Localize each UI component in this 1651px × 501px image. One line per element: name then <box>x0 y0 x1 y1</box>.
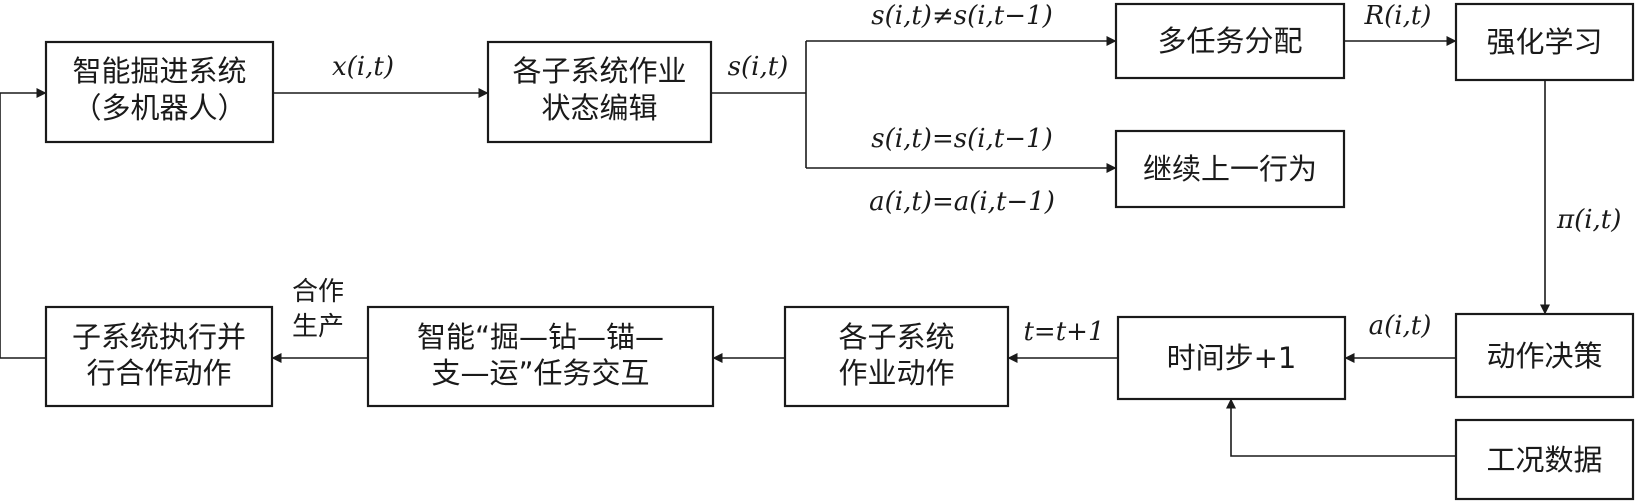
node-multi-task-allocation: 多任务分配 <box>1114 2 1346 80</box>
label-r-it: R(i,t) <box>1364 1 1432 31</box>
node-state-edit-line1: 各子系统作业 <box>512 54 686 88</box>
edge-condition-data-to-timestep <box>1226 398 1456 457</box>
label-cooperation: 合作 <box>292 277 344 307</box>
node-subsys-action-line2: 作业动作 <box>838 356 954 390</box>
node-subsystem-execute: 子系统执行并 行合作动作 <box>44 305 274 408</box>
node-subsystem-action: 各子系统 作业动作 <box>783 305 1010 408</box>
edge-exec-to-robot-feedback <box>0 88 47 359</box>
label-pi-it: π(i,t) <box>1556 205 1621 235</box>
node-task-interact-line1: 智能“掘—钻—锚— <box>417 320 664 354</box>
label-a-it: a(i,t) <box>1369 311 1432 341</box>
node-rl-label: 强化学习 <box>1486 25 1602 59</box>
node-robot-system-line2: （多机器人） <box>72 91 246 125</box>
label-production: 生产 <box>292 312 344 342</box>
node-timestep: 时间步+1 <box>1116 315 1347 401</box>
label-a-equal: a(i,t)=a(i,t−1) <box>869 187 1055 217</box>
node-task-interaction: 智能“掘—钻—锚— 支—运”任务交互 <box>366 305 715 408</box>
node-state-edit: 各子系统作业 状态编辑 <box>486 40 713 144</box>
node-robot-system-line1: 智能掘进系统 <box>72 54 246 88</box>
node-exec-line1: 子系统执行并 <box>72 320 246 354</box>
node-task-interact-line2: 支—运”任务交互 <box>431 356 649 390</box>
label-x-it: x(i,t) <box>332 52 394 82</box>
node-state-edit-line2: 状态编辑 <box>541 91 657 125</box>
node-action-decision: 动作决策 <box>1454 312 1635 399</box>
label-s-equal: s(i,t)=s(i,t−1) <box>871 124 1052 154</box>
node-timestep-label: 时间步+1 <box>1167 341 1297 375</box>
node-condition-data: 工况数据 <box>1454 418 1635 501</box>
edge-labels: x(i,t) s(i,t) s(i,t)≠s(i,t−1) s(i,t)=s(i… <box>292 1 1621 347</box>
node-continue-label: 继续上一行为 <box>1143 152 1317 186</box>
node-exec-line2: 行合作动作 <box>86 356 231 390</box>
node-multi-task-label: 多任务分配 <box>1157 24 1302 58</box>
label-s-not-equal: s(i,t)≠s(i,t−1) <box>871 1 1052 31</box>
node-reinforcement-learning: 强化学习 <box>1454 2 1635 82</box>
node-subsys-action-line1: 各子系统 <box>838 320 954 354</box>
node-condition-data-label: 工况数据 <box>1486 443 1602 477</box>
edges <box>0 36 1550 457</box>
node-continue-previous: 继续上一行为 <box>1114 129 1346 209</box>
node-robot-system: 智能掘进系统 （多机器人） <box>44 40 275 144</box>
label-s-it: s(i,t) <box>728 52 789 82</box>
label-t-increment: t=t+1 <box>1023 317 1104 347</box>
node-decision-label: 动作决策 <box>1486 339 1602 373</box>
